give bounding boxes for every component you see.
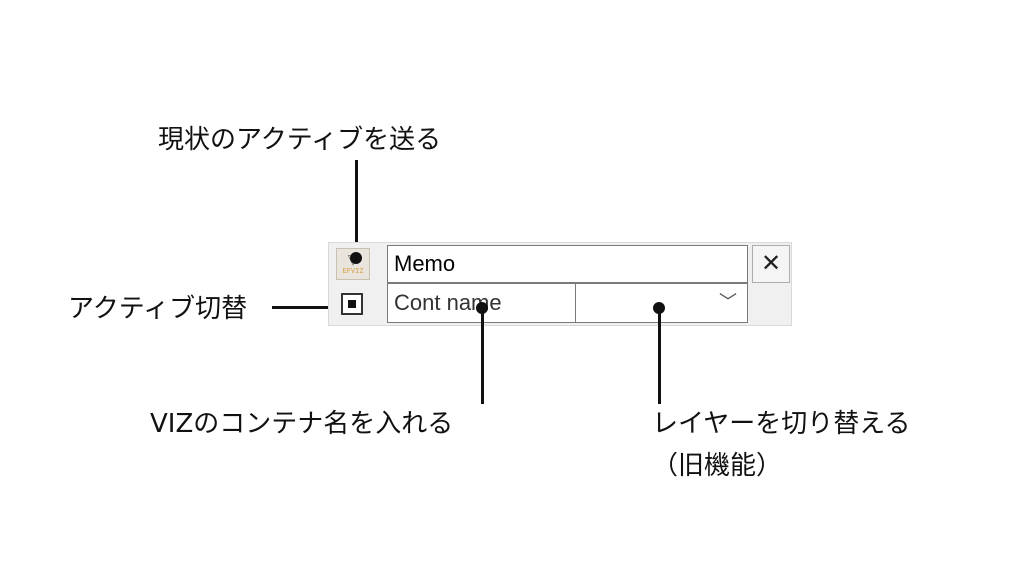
- callout-switch-layer-note: （旧機能）: [652, 451, 783, 481]
- callout-viz-container: VIZのコンテナ名を入れる: [150, 409, 454, 439]
- leader-send-active: [355, 160, 358, 256]
- leader-switch-layer: [658, 308, 661, 404]
- leader-viz-container: [481, 308, 484, 404]
- close-button[interactable]: ✕: [752, 245, 790, 283]
- send-dot-overlay: [350, 252, 362, 264]
- chevron-down-icon: ﹀: [719, 292, 737, 313]
- checkbox-mark: [348, 300, 356, 308]
- callout-switch-layer: レイヤーを切り替える: [652, 409, 911, 439]
- memo-input[interactable]: Memo: [387, 245, 748, 283]
- callout-send-active: 現状のアクティブを送る: [158, 125, 442, 155]
- active-toggle-checkbox[interactable]: [341, 293, 363, 315]
- leader-toggle-active: [272, 306, 348, 309]
- send-button-tag: EFVIZ: [342, 267, 364, 275]
- callout-toggle-active: アクティブ切替: [68, 294, 248, 324]
